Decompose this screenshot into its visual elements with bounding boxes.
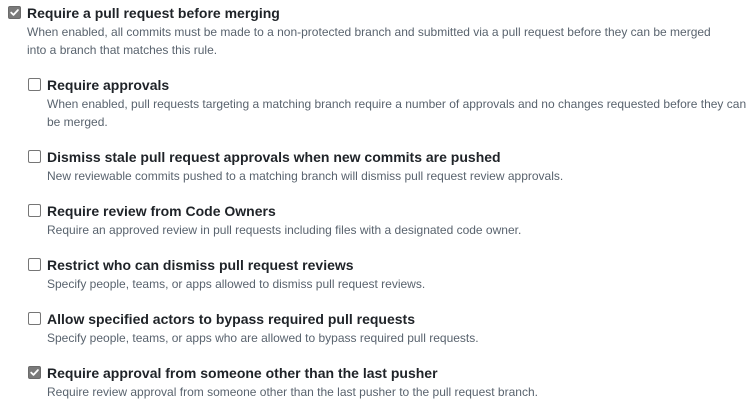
option-require-code-owners: Require review from Code Owners Require … — [0, 198, 749, 240]
option-description: Specify people, teams, or apps who are a… — [47, 331, 479, 345]
option-allow-bypass: Allow specified actors to bypass require… — [0, 306, 749, 348]
checkmark-icon — [10, 9, 19, 16]
option-title[interactable]: Require approval from someone other than… — [47, 365, 438, 381]
option-restrict-dismiss-reviews: Restrict who can dismiss pull request re… — [0, 252, 749, 294]
require-code-owners-checkbox[interactable] — [28, 204, 41, 217]
dismiss-stale-approvals-checkbox[interactable] — [28, 150, 41, 163]
option-description: When enabled, all commits must be made t… — [27, 25, 711, 57]
option-require-pull-request: Require a pull request before merging Wh… — [0, 0, 749, 60]
allow-bypass-checkbox[interactable] — [28, 312, 41, 325]
option-title[interactable]: Allow specified actors to bypass require… — [47, 311, 415, 327]
option-title[interactable]: Restrict who can dismiss pull request re… — [47, 257, 354, 273]
require-pull-request-checkbox[interactable] — [8, 6, 21, 19]
option-dismiss-stale-approvals: Dismiss stale pull request approvals whe… — [0, 144, 749, 186]
restrict-dismiss-reviews-checkbox[interactable] — [28, 258, 41, 271]
option-title[interactable]: Require approvals — [47, 77, 170, 93]
option-description: When enabled, pull requests targeting a … — [47, 97, 747, 129]
option-title[interactable]: Require review from Code Owners — [47, 203, 276, 219]
option-description: Require an approved review in pull reque… — [47, 223, 522, 237]
option-require-approval-other-than-last-pusher: Require approval from someone other than… — [0, 360, 749, 402]
checkmark-icon — [30, 369, 39, 376]
option-description: Require review approval from someone oth… — [47, 385, 538, 399]
option-require-approvals: Require approvals When enabled, pull req… — [0, 72, 749, 132]
require-approvals-checkbox[interactable] — [28, 78, 41, 91]
option-description: New reviewable commits pushed to a match… — [47, 169, 564, 183]
option-description: Specify people, teams, or apps allowed t… — [47, 277, 426, 291]
option-title[interactable]: Dismiss stale pull request approvals whe… — [47, 149, 501, 165]
option-title[interactable]: Require a pull request before merging — [27, 5, 280, 21]
require-approval-other-than-last-pusher-checkbox[interactable] — [28, 366, 41, 379]
